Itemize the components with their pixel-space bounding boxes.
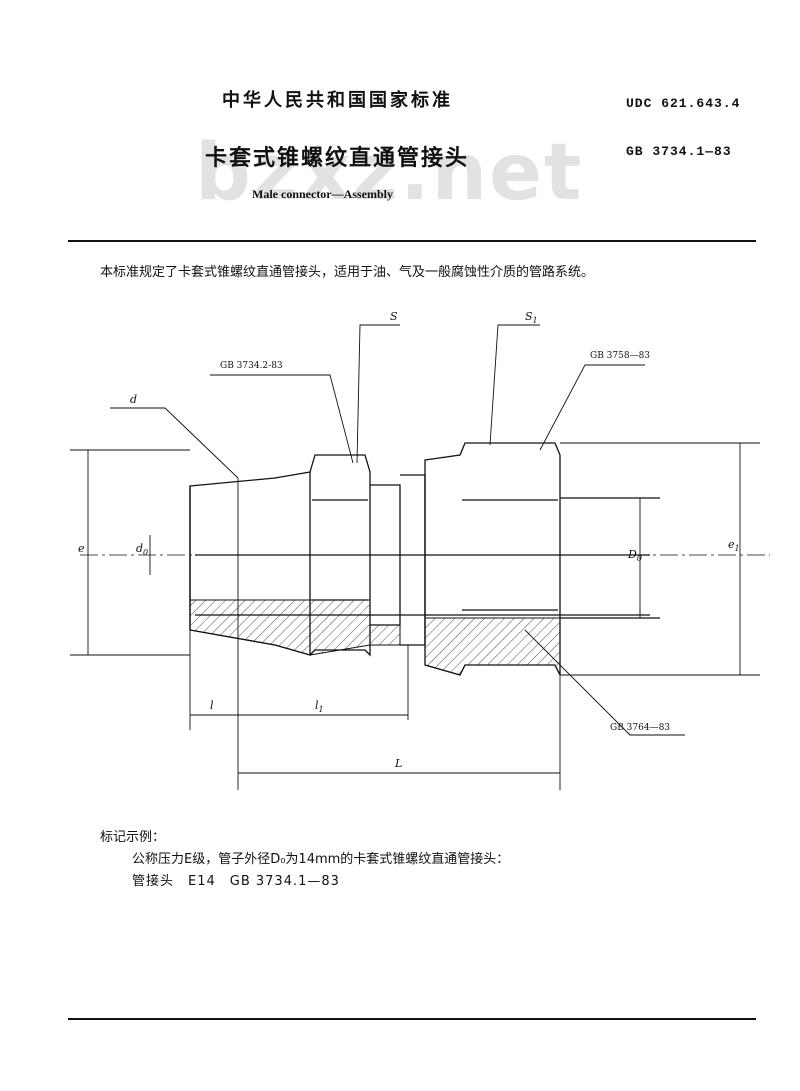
body-spigot — [400, 474, 426, 646]
leader-d — [110, 407, 239, 479]
leader-gb-ring — [524, 629, 685, 736]
example-description: 公称压力E级，管子外径D₀为14mm的卡套式锥螺纹直通管接头： — [132, 852, 510, 867]
example-designation: 管接头 E14 GB 3734.1—83 — [132, 874, 340, 889]
label-s: S — [390, 310, 398, 323]
label-gb-ring: GB 3764—83 — [610, 723, 670, 733]
footer-divider — [68, 1018, 756, 1020]
example-heading: 标记示例： — [100, 830, 166, 845]
assembly-drawing: S S1 GB 3734.2-83 GB 3758—83 GB 3764—83 … — [70, 310, 770, 790]
label-d0: d0 — [136, 542, 148, 557]
leader-gb-body — [210, 374, 354, 464]
label-e1: e1 — [728, 538, 740, 553]
title-english: Male connector—Assembly — [252, 187, 393, 201]
hatch-nut-section — [424, 617, 561, 676]
hatch-body-section — [189, 599, 311, 656]
issuing-country: 中华人民共和国国家标准 — [222, 90, 453, 111]
label-gb-nut: GB 3758—83 — [590, 351, 650, 361]
leader-s — [356, 324, 400, 464]
hatch-hex-section — [309, 599, 401, 656]
label-l: l — [210, 699, 214, 712]
label-l1: l1 — [315, 699, 324, 714]
udc-code: UDC 621.643.4 — [626, 96, 741, 111]
label-d: d — [130, 393, 137, 406]
leader-gb-nut — [539, 364, 645, 451]
label-s1: S1 — [525, 310, 538, 325]
leader-s1 — [489, 324, 540, 446]
label-e: e — [78, 542, 85, 555]
scope-statement: 本标准规定了卡套式锥螺纹直通管接头，适用于油、气及一般腐蚀性介质的管路系统。 — [100, 265, 595, 280]
label-gb-body: GB 3734.2-83 — [220, 361, 283, 371]
label-D0: D0 — [627, 548, 642, 563]
standard-number: GB 3734.1—83 — [626, 144, 732, 159]
watermark: bzxz.net — [195, 128, 584, 218]
label-L: L — [394, 757, 402, 770]
title-chinese: 卡套式锥螺纹直通管接头 — [205, 146, 470, 171]
header-divider — [68, 240, 756, 242]
